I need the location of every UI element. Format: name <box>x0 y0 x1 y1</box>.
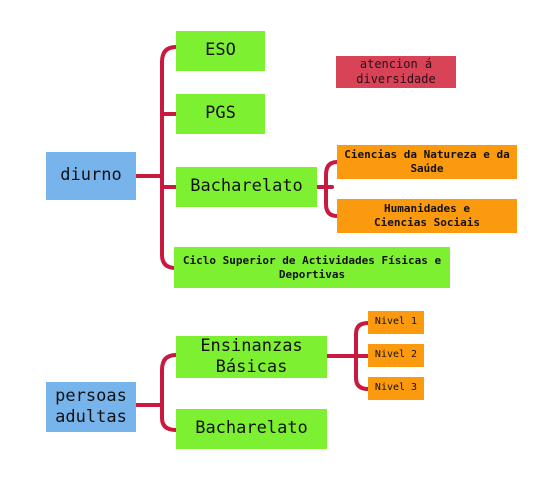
node-nivel-2: Nivel 2 <box>368 344 424 367</box>
node-ensinanzas-basicas: Ensinanzas Básicas <box>176 336 327 378</box>
node-nivel-3: Nivel 3 <box>368 377 424 400</box>
node-eso: ESO <box>176 31 265 71</box>
node-ciclo-superior: Ciclo Superior de Actividades Físicas e … <box>174 247 450 288</box>
node-diurno: diurno <box>46 152 136 200</box>
node-ciencias: Ciencias da Natureza e da Saúde <box>337 145 517 179</box>
connector-adultas-spine <box>160 353 178 432</box>
node-bacharelato-diurno: Bacharelato <box>176 167 317 207</box>
node-nivel-1: Nivel 1 <box>368 311 424 334</box>
node-bacharelato-adultas: Bacharelato <box>176 409 327 449</box>
note-atencion-diversidade: atencion á diversidade <box>336 56 456 88</box>
node-humanidades: Humanidades e Ciencias Sociais <box>337 199 517 233</box>
connector-diurno-spine <box>160 45 178 270</box>
connector-bacharelato-spine <box>324 160 339 218</box>
node-pgs: PGS <box>176 94 265 134</box>
node-persoas-adultas: persoas adultas <box>46 382 136 432</box>
